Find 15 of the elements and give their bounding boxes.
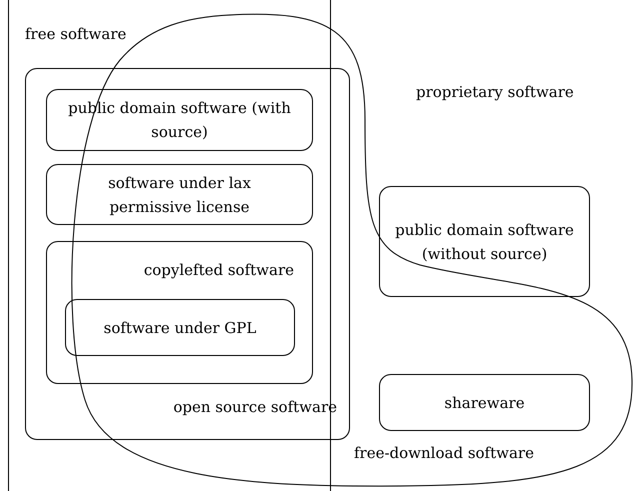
- node-label: free software: [25, 24, 126, 45]
- rounded-box: [46, 164, 313, 225]
- rounded-box: [46, 241, 313, 384]
- node-label: shareware: [444, 392, 525, 414]
- node-label: software under lax permissive license: [107, 172, 252, 218]
- rounded-box: [379, 186, 590, 297]
- rounded-box: [46, 89, 313, 151]
- rounded-box: [65, 299, 295, 356]
- rounded-box: [379, 374, 590, 431]
- node-label: software under GPL: [104, 318, 256, 338]
- node-label: public domain software (without source): [394, 220, 575, 264]
- node-label: copylefted software: [144, 260, 294, 281]
- node-label: proprietary software: [416, 82, 574, 103]
- rounded-box: [25, 68, 350, 440]
- node-label: free-download software: [354, 443, 534, 464]
